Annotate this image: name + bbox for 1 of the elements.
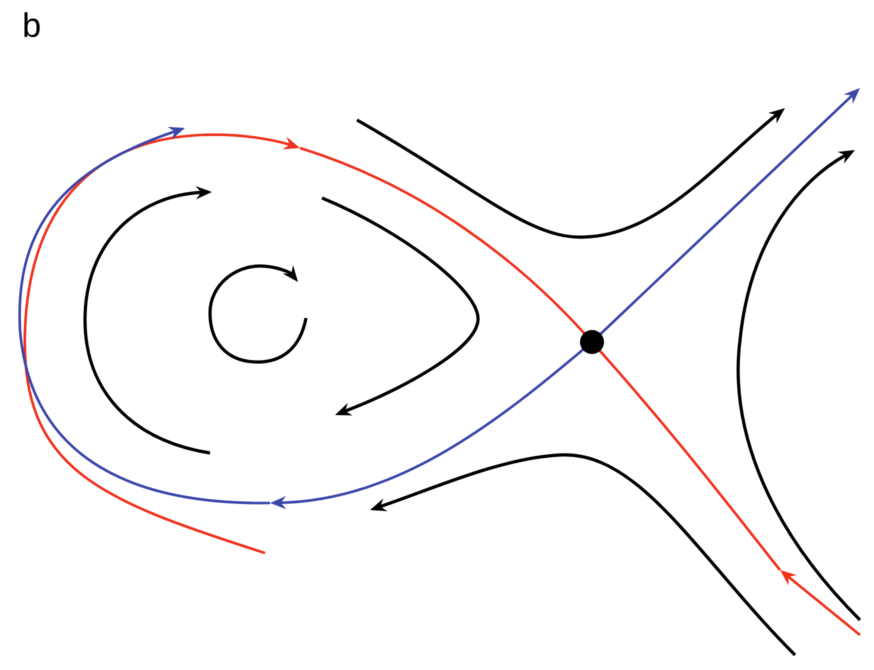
panel-label: b xyxy=(24,12,40,38)
